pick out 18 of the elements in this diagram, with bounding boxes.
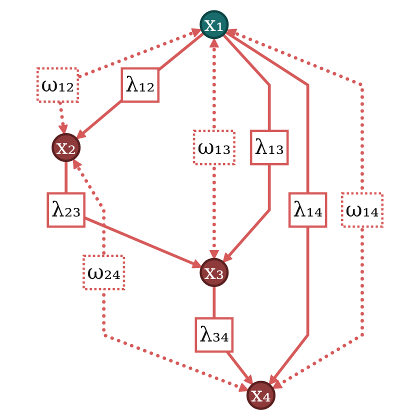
node-circle: x₃ <box>200 258 229 288</box>
edge-label: λ₁₂ <box>125 73 155 98</box>
arrow <box>76 32 205 140</box>
edge-label: λ₁₄ <box>293 198 323 222</box>
edge-label: ω₁₂ <box>41 73 74 98</box>
arrow <box>226 28 364 389</box>
edge-label: λ₁₃ <box>254 135 284 160</box>
node-circle: x₁ <box>200 10 229 40</box>
arrow <box>224 30 310 386</box>
edge-label: λ₂₃ <box>51 198 81 222</box>
arrow <box>72 158 249 392</box>
edge-label: ω₂₄ <box>87 260 121 285</box>
node-circle: x₄ <box>246 380 276 410</box>
arrow <box>56 28 202 135</box>
node-circle: x₂ <box>52 132 81 162</box>
edge-label: ω₁₄ <box>346 198 379 222</box>
edge-label: ω₁₃ <box>197 135 231 160</box>
edge-label: λ₃₄ <box>199 322 229 347</box>
